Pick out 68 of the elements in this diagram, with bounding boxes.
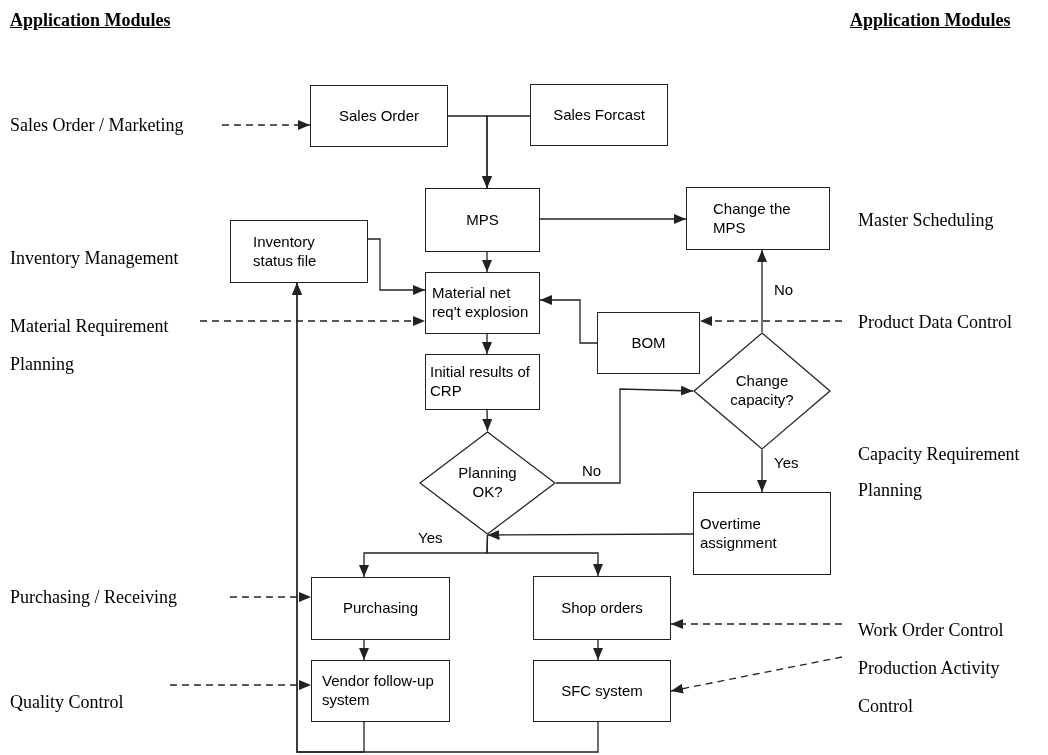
edge-label: No bbox=[580, 463, 604, 479]
node-text: MPS bbox=[466, 210, 499, 230]
dashed-arrow bbox=[169, 680, 312, 690]
dashed-arrow bbox=[670, 619, 843, 629]
module-label: Work Order Control bbox=[842, 611, 1042, 649]
process-box bbox=[311, 577, 450, 640]
edge-label: Yes bbox=[772, 455, 801, 471]
node-text: Change the MPS bbox=[713, 199, 792, 238]
node-text: Material net req't explosion bbox=[432, 284, 530, 322]
process-box bbox=[230, 220, 368, 283]
process-box bbox=[597, 312, 700, 374]
module-label: Capacity Requirement Planning bbox=[858, 443, 1021, 502]
arrow bbox=[482, 409, 493, 432]
node-text: BOM bbox=[631, 333, 666, 353]
dashed-arrow bbox=[699, 316, 843, 326]
edge-label: Yes bbox=[416, 530, 445, 546]
arrow bbox=[757, 249, 767, 333]
decision-diamond bbox=[419, 431, 556, 535]
arrow bbox=[593, 639, 603, 661]
process-box bbox=[311, 660, 450, 722]
process-box bbox=[693, 492, 831, 575]
node-text: Overtime assignment bbox=[700, 514, 778, 553]
arrow bbox=[482, 251, 492, 273]
process-box bbox=[425, 272, 540, 334]
module-label: Master Scheduling bbox=[858, 209, 994, 232]
arrow bbox=[482, 115, 531, 189]
column-heading: Application Modules bbox=[10, 10, 171, 30]
arrow bbox=[539, 214, 687, 224]
column-heading: Application Modules bbox=[850, 10, 1011, 30]
module-label: Sales Order / Marketing bbox=[10, 106, 222, 144]
arrow bbox=[359, 639, 369, 661]
node-text: Planning OK? bbox=[457, 464, 518, 502]
node-text: Inventory status file bbox=[253, 232, 318, 271]
module-label: Production Activity Control bbox=[842, 649, 1032, 725]
arrow bbox=[757, 449, 767, 493]
decision-diamond bbox=[693, 332, 831, 450]
dashed-arrow bbox=[199, 316, 426, 326]
node-text: SFC system bbox=[561, 681, 643, 701]
arrow bbox=[486, 534, 603, 577]
edge-label: No bbox=[772, 282, 796, 298]
process-box bbox=[533, 576, 671, 640]
arrow bbox=[486, 529, 694, 540]
process-box bbox=[425, 354, 540, 410]
node-text: Sales Forcast bbox=[553, 105, 645, 125]
dashed-arrow bbox=[670, 656, 843, 694]
node-text: Shop orders bbox=[561, 598, 643, 618]
module-label: Product Data Control bbox=[842, 303, 1042, 341]
dashed-arrow bbox=[229, 592, 312, 602]
node-text: Change capacity? bbox=[729, 372, 795, 410]
node-text: Sales Order bbox=[338, 106, 419, 126]
process-box bbox=[533, 660, 671, 722]
node-text: Purchasing bbox=[342, 599, 418, 618]
arrow bbox=[555, 385, 694, 484]
arrow bbox=[539, 295, 598, 344]
process-box bbox=[530, 84, 668, 146]
module-label: Inventory Management bbox=[10, 247, 179, 270]
process-box bbox=[425, 188, 540, 252]
arrow bbox=[482, 333, 492, 355]
arrow bbox=[292, 282, 599, 753]
process-box bbox=[686, 187, 830, 250]
module-label: Quality Control bbox=[10, 683, 170, 721]
node-text: Initial results of CRP bbox=[430, 363, 532, 401]
dashed-arrow bbox=[221, 120, 311, 130]
process-box bbox=[310, 85, 448, 147]
module-label: Material Requirement Planning bbox=[10, 307, 200, 383]
node-text: Vendor follow-up system bbox=[322, 672, 435, 710]
arrow bbox=[367, 238, 426, 295]
module-label: Purchasing / Receiving bbox=[10, 578, 230, 616]
